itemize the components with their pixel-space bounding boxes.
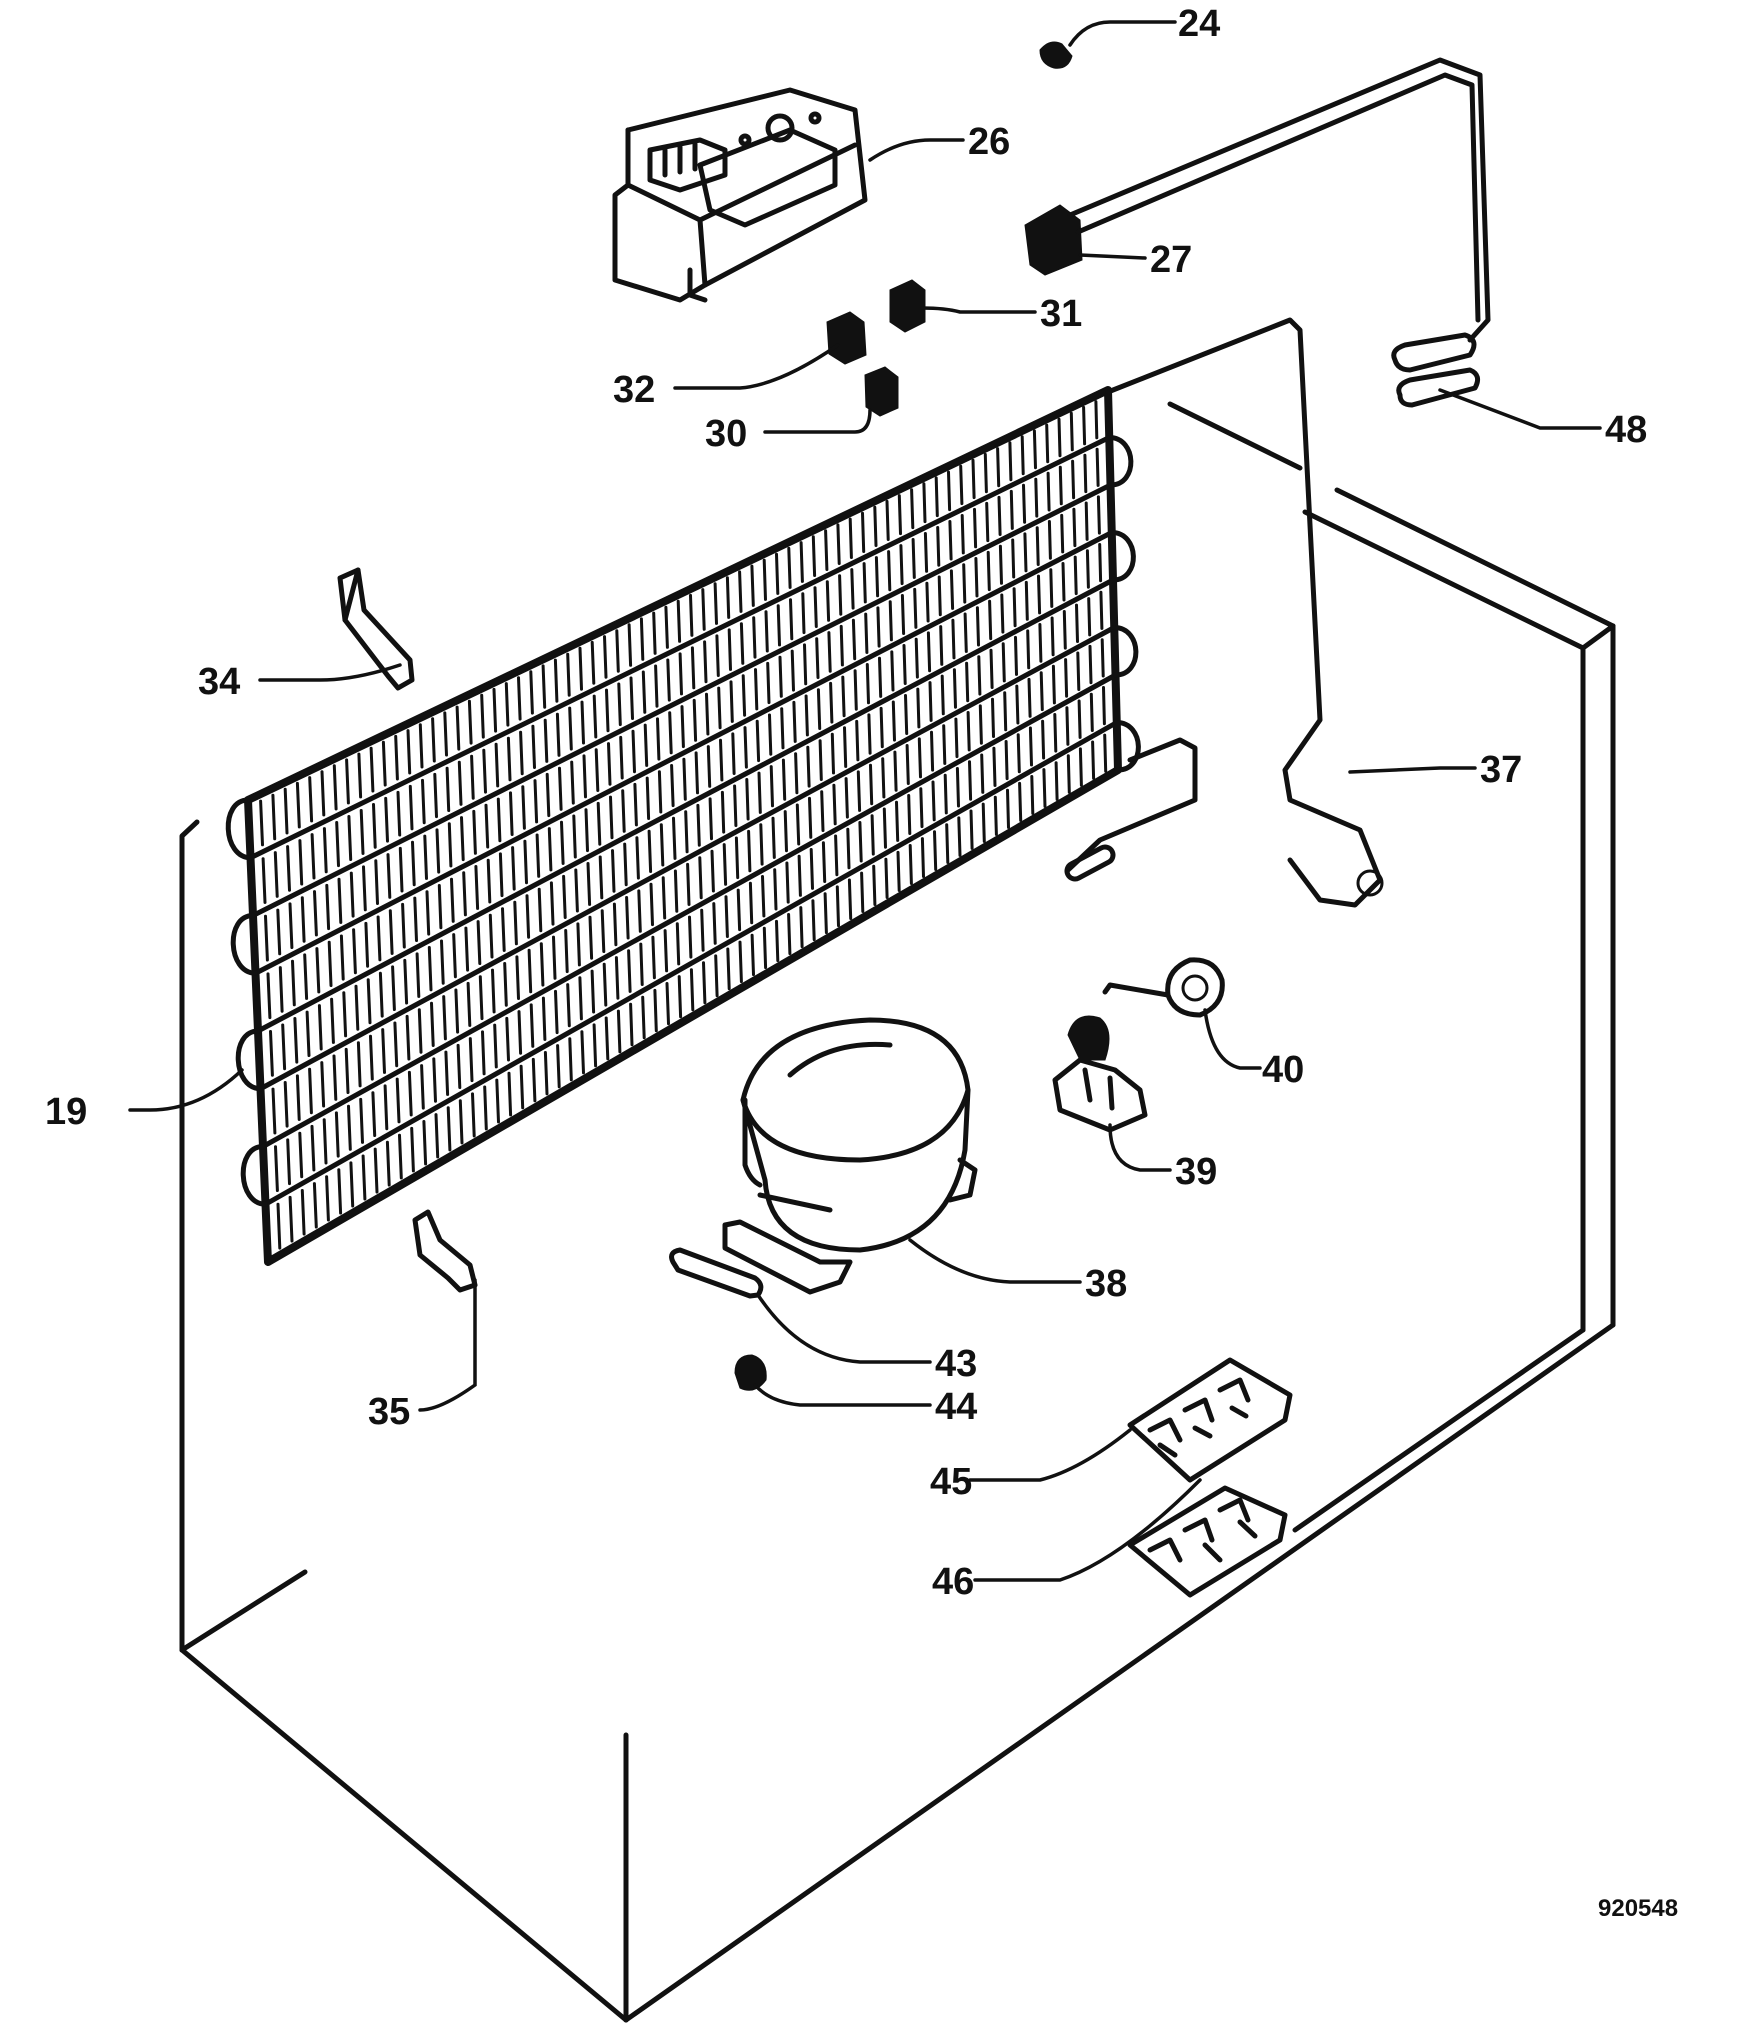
part-32-clip xyxy=(826,311,867,365)
callout-labels: 24 26 27 31 32 30 48 34 37 19 40 39 38 4… xyxy=(45,3,1678,1922)
callout-32: 32 xyxy=(613,369,655,411)
part-31-clip xyxy=(889,279,926,333)
callout-19: 19 xyxy=(45,1091,87,1133)
callout-38: 38 xyxy=(1085,1263,1127,1305)
callout-46: 46 xyxy=(932,1561,974,1603)
callout-44: 44 xyxy=(935,1386,977,1428)
part-46-terminal-board xyxy=(1127,1485,1288,1598)
callout-34: 34 xyxy=(198,661,240,703)
callout-40: 40 xyxy=(1262,1049,1304,1091)
part-30-clip xyxy=(864,366,899,417)
cabinet-outline xyxy=(179,401,1616,2023)
part-35-bracket xyxy=(412,1209,478,1293)
part-24-grommet xyxy=(1039,41,1073,69)
condenser xyxy=(225,317,1383,1266)
part-44-plug xyxy=(734,1354,767,1391)
callout-48: 48 xyxy=(1605,409,1647,451)
part-27-thermostat xyxy=(1024,57,1491,408)
part-39-relay xyxy=(1052,1015,1148,1133)
part-34-bracket xyxy=(337,567,415,691)
leader-lines xyxy=(128,20,1602,1582)
callout-45: 45 xyxy=(930,1461,972,1503)
callout-43: 43 xyxy=(935,1343,977,1385)
callout-31: 31 xyxy=(1040,293,1082,335)
callout-24: 24 xyxy=(1178,3,1220,45)
callout-35: 35 xyxy=(368,1391,410,1433)
part-37-pipe xyxy=(1356,869,1384,897)
callout-37: 37 xyxy=(1480,749,1522,791)
callout-39: 39 xyxy=(1175,1151,1217,1193)
part-26-bracket-housing xyxy=(612,87,868,303)
callout-27: 27 xyxy=(1150,239,1192,281)
part-45-terminal-board xyxy=(1127,1357,1293,1483)
callout-30: 30 xyxy=(705,413,747,455)
drawing-number: 920548 xyxy=(1598,1895,1678,1922)
part-38-compressor xyxy=(722,1017,978,1295)
callout-26: 26 xyxy=(968,121,1010,163)
part-40-overload xyxy=(1102,957,1225,1018)
